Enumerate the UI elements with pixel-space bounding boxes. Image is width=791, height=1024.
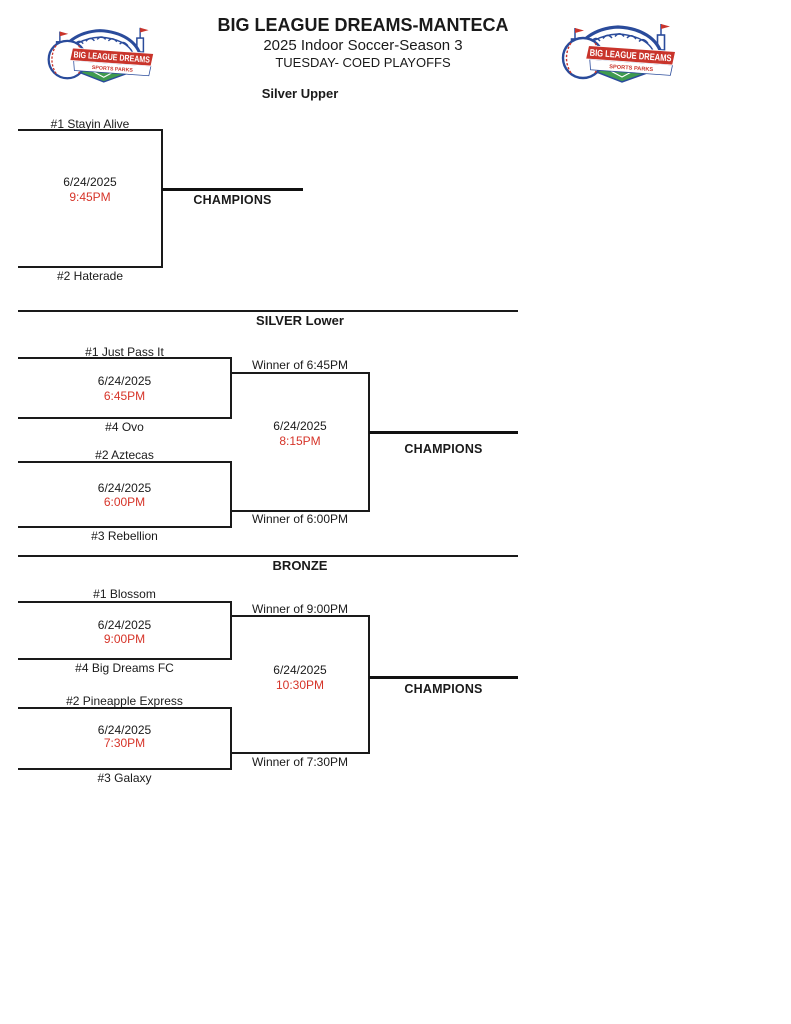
logo-banner: BIG LEAGUE DREAMS SPORTS PARKS	[69, 47, 155, 77]
sl-sf1-team-bottom-line	[18, 417, 232, 419]
br-sf2-time: 7:30PM	[103, 736, 146, 750]
logo-tagline-text: SPORTS PARKS	[609, 64, 654, 73]
sl-sf2-join-line	[230, 461, 232, 528]
br-champions-label: CHAMPIONS	[404, 682, 483, 696]
br-final-bottom-line	[230, 752, 370, 754]
sl-sf2-team-bottom-label: #3 Rebellion	[91, 529, 158, 543]
event-title: TUESDAY- COED PLAYOFFS	[275, 55, 451, 70]
br-sf1-team-bottom-line	[18, 658, 232, 660]
logo-banner: BIG LEAGUE DREAMS SPORTS PARKS	[585, 45, 676, 76]
sl-champions-label: CHAMPIONS	[404, 442, 483, 456]
br-sf2-team-top-label: #2 Pineapple Express	[66, 694, 183, 708]
br-final-join-line	[368, 615, 370, 754]
su-match-time: 9:45PM	[69, 190, 111, 204]
sl-sf2-team-bottom-line	[18, 526, 232, 528]
br-sf1-team-bottom-label: #4 Big Dreams FC	[75, 661, 174, 675]
silver-lower-title: SILVER Lower	[256, 313, 344, 328]
sl-sf2-team-top-line	[18, 461, 232, 463]
su-team-bottom-line	[18, 266, 162, 268]
sl-final-date: 6/24/2025	[273, 419, 327, 433]
sl-sf2-date: 6/24/2025	[97, 481, 152, 495]
br-sf1-join-line	[230, 601, 232, 660]
br-sf1-team-top-label: #1 Blossom	[93, 587, 156, 601]
sl-final-top-line	[230, 372, 370, 374]
su-team-bottom-label: #2 Haterade	[56, 269, 124, 283]
page-title: BIG LEAGUE DREAMS-MANTECA	[217, 15, 509, 35]
sl-sf1-team-bottom-label: #4 Ovo	[105, 420, 144, 434]
sl-final-bottom-line	[230, 510, 370, 512]
sl-sf2-time: 6:00PM	[103, 495, 146, 509]
sl-final-time: 8:15PM	[279, 434, 321, 448]
br-sf2-date: 6/24/2025	[97, 723, 152, 737]
br-final-feeder-top-label: Winner of 9:00PM	[251, 602, 349, 616]
bronze-title: BRONZE	[272, 558, 328, 573]
su-team-top-line	[18, 129, 162, 131]
br-sf2-team-bottom-label: #3 Galaxy	[97, 771, 152, 785]
su-champion-line	[162, 188, 303, 191]
br-sf1-date: 6/24/2025	[97, 618, 152, 632]
br-final-feeder-bottom-label: Winner of 7:30PM	[251, 755, 349, 769]
sl-sf1-join-line	[230, 357, 232, 419]
sl-sf1-team-top-line	[18, 357, 232, 359]
br-final-date: 6/24/2025	[273, 663, 327, 677]
br-final-top-line	[230, 615, 370, 617]
big-league-dreams-logo-right: BIG LEAGUE DREAMS SPORTS PARKS	[561, 24, 676, 83]
br-sf2-team-bottom-line	[18, 768, 232, 770]
su-team-top-label: #1 Stayin Alive	[50, 117, 130, 131]
su-bracket-join-line	[161, 129, 163, 268]
br-sf1-time: 9:00PM	[103, 632, 146, 646]
sl-sf1-team-top-label: #1 Just Pass It	[85, 345, 164, 359]
br-sf2-team-top-line	[18, 707, 232, 709]
br-sf1-team-top-line	[18, 601, 232, 603]
br-final-time: 10:30PM	[275, 678, 325, 692]
br-section-divider	[18, 555, 518, 557]
logo-tagline-text: SPORTS PARKS	[92, 65, 134, 74]
sl-sf1-time: 6:45PM	[103, 389, 146, 403]
sl-section-divider	[18, 310, 518, 312]
big-league-dreams-logo-left: BIG LEAGUE DREAMS SPORTS PARKS	[47, 27, 155, 83]
br-champion-line	[369, 676, 518, 679]
su-champions-label: CHAMPIONS	[193, 193, 272, 207]
silver-upper-title: Silver Upper	[261, 86, 339, 101]
page-subtitle: 2025 Indoor Soccer-Season 3	[263, 37, 463, 54]
sl-sf2-team-top-label: #2 Aztecas	[95, 448, 154, 462]
sl-final-feeder-top-label: Winner of 6:45PM	[251, 358, 349, 372]
br-sf2-join-line	[230, 707, 232, 770]
sl-champion-line	[369, 431, 518, 434]
su-match-date: 6/24/2025	[63, 175, 117, 189]
sl-final-join-line	[368, 372, 370, 512]
sl-sf1-date: 6/24/2025	[97, 374, 152, 388]
sl-final-feeder-bottom-label: Winner of 6:00PM	[251, 512, 349, 526]
